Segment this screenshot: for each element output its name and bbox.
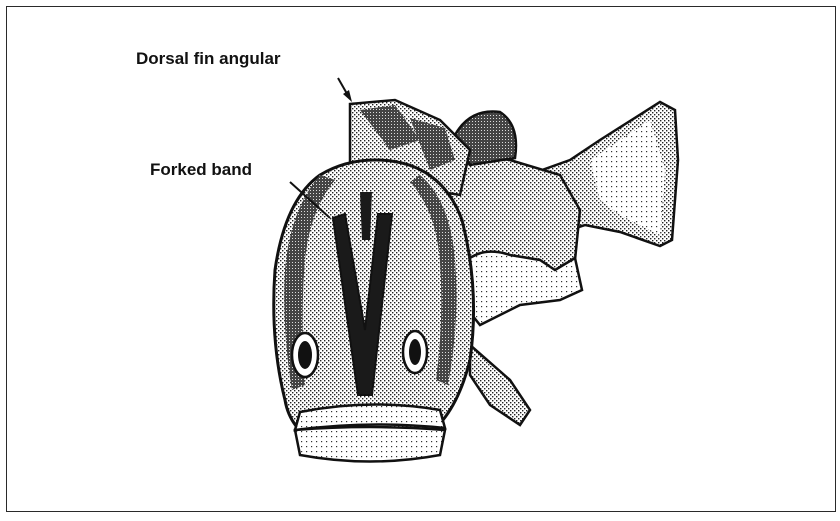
pelvic-fin [470,345,530,425]
lower-lip [295,427,445,462]
eye-left-pupil [298,341,312,369]
eye-right-pupil [409,339,421,365]
forked-band-top [360,192,372,240]
dorsal-arrowhead [343,90,352,102]
label-dorsal-fin-angular: Dorsal fin angular [136,49,281,69]
label-forked-band: Forked band [150,160,252,180]
